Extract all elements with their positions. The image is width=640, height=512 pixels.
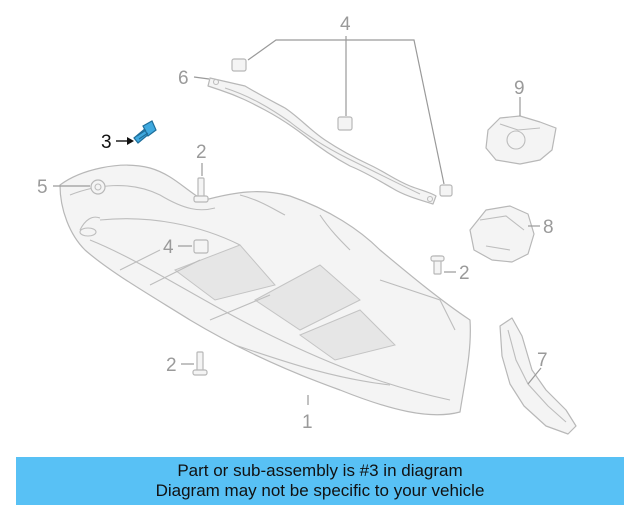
- callout-8[interactable]: 8: [543, 217, 554, 238]
- callout-9-group: 9: [514, 78, 525, 116]
- clip-part-4-d: [193, 239, 209, 254]
- info-banner: Part or sub-assembly is #3 in diagram Di…: [16, 457, 624, 505]
- clip-part-4-b: [337, 116, 353, 131]
- retainer-part-5: [90, 179, 106, 195]
- splash-shield-part-1: [59, 164, 471, 416]
- clip-part-4-a: [231, 58, 247, 72]
- callout-9[interactable]: 9: [514, 78, 525, 99]
- callout-4-top[interactable]: 4: [340, 14, 351, 35]
- callout-8-group: 8: [528, 217, 554, 238]
- callout-4-top-group: 4: [247, 14, 445, 185]
- callout-2-top[interactable]: 2: [196, 142, 207, 163]
- callout-3-group: 3: [101, 132, 134, 153]
- callout-7-group: 7: [527, 350, 548, 385]
- bracket-part-8: [469, 205, 535, 263]
- callout-4-left[interactable]: 4: [163, 237, 174, 258]
- bolt-part-2-right: [430, 255, 445, 275]
- callout-3[interactable]: 3: [101, 132, 112, 153]
- bolt-part-3-highlighted[interactable]: [133, 120, 157, 144]
- banner-line-1: Part or sub-assembly is #3 in diagram: [177, 461, 463, 480]
- callout-2-right[interactable]: 2: [459, 263, 470, 284]
- callout-1-group: 1: [302, 395, 313, 433]
- callout-7[interactable]: 7: [537, 350, 548, 371]
- callout-6[interactable]: 6: [178, 68, 189, 89]
- deflector-part-7: [499, 317, 577, 435]
- callout-2-right-group: 2: [444, 263, 470, 284]
- callout-5[interactable]: 5: [37, 177, 48, 198]
- bracket-part-9: [485, 115, 557, 165]
- callout-6-group: 6: [178, 68, 210, 89]
- callout-1[interactable]: 1: [302, 412, 313, 433]
- bolt-part-2-left: [192, 351, 208, 376]
- callout-5-group: 5: [37, 177, 90, 198]
- callout-2-left-group: 2: [166, 355, 194, 376]
- bracket-part-6: [207, 77, 437, 205]
- callout-4-left-group: 4: [163, 237, 192, 258]
- bolt-part-2-top: [193, 177, 209, 203]
- banner-line-2: Diagram may not be specific to your vehi…: [155, 481, 485, 500]
- callout-2-top-group: 2: [196, 142, 207, 176]
- callout-2-left[interactable]: 2: [166, 355, 177, 376]
- clip-part-4-c: [439, 184, 453, 197]
